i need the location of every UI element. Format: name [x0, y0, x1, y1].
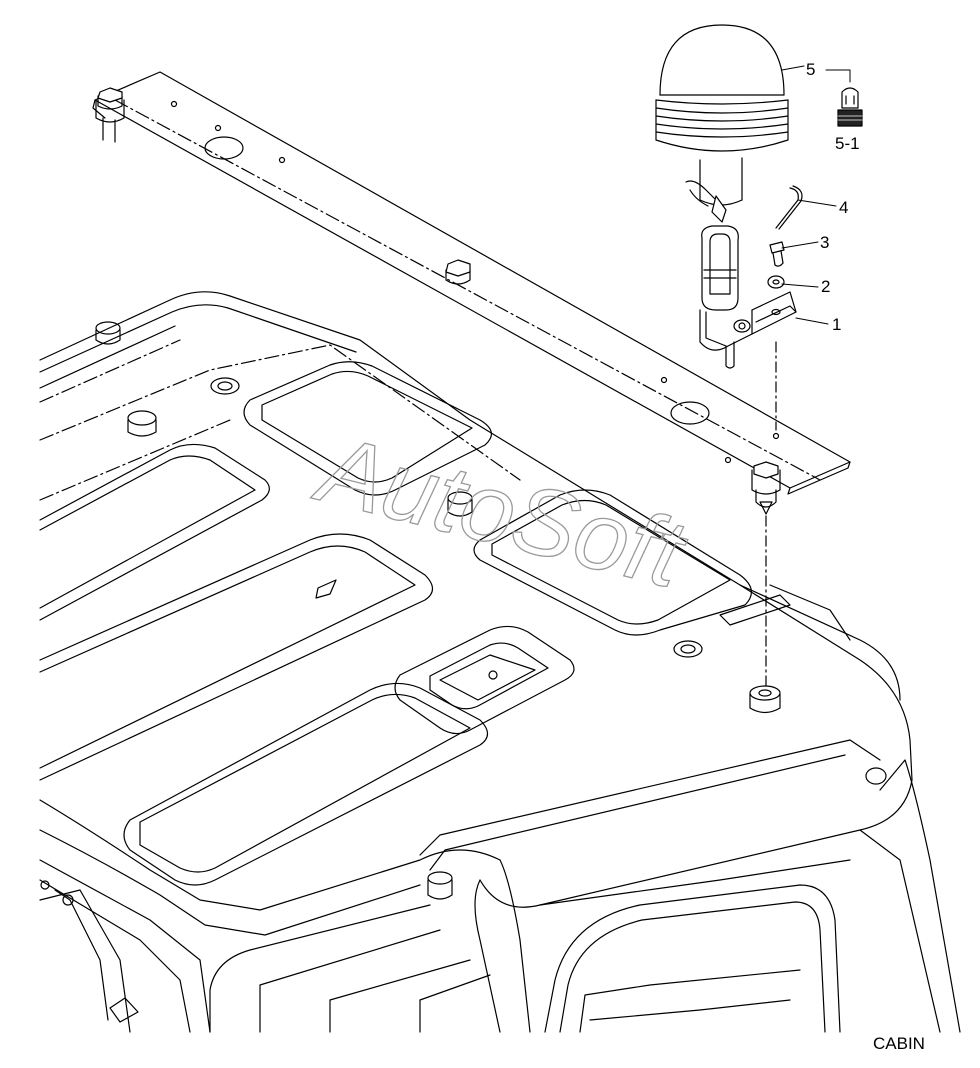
callout-2: 2	[821, 277, 830, 296]
mounting-plate	[92, 71, 851, 515]
watermark-text: AutoSoft	[305, 414, 696, 609]
washer	[767, 275, 785, 289]
bracket	[699, 225, 797, 369]
beacon-lamp	[655, 24, 789, 223]
leader-lines	[781, 65, 851, 325]
callout-4: 4	[839, 198, 848, 217]
bolt	[769, 241, 785, 267]
section-label: CABIN	[873, 1034, 925, 1053]
callout-3: 3	[820, 233, 829, 252]
pin	[775, 185, 803, 230]
cab-roof	[39, 291, 961, 1033]
callout-1: 1	[832, 315, 841, 334]
callout-5: 5	[806, 60, 815, 79]
callout-5-1: 5-1	[835, 134, 860, 153]
bulb	[837, 87, 863, 127]
